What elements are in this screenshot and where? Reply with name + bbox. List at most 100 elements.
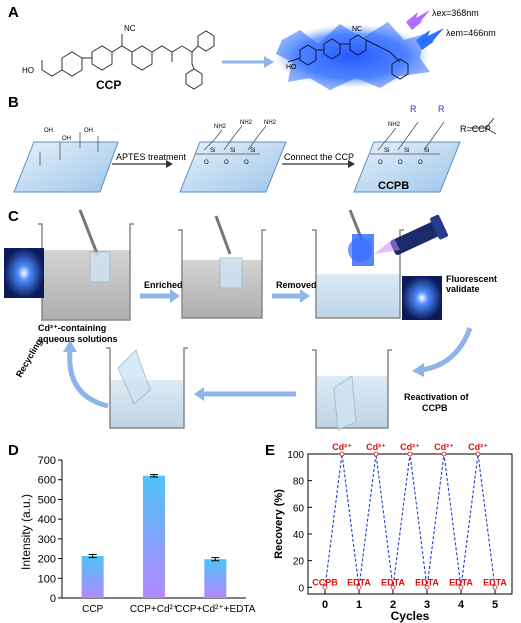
e-point-label: Cd²⁺ xyxy=(434,442,454,452)
ccp-structure-left xyxy=(41,30,215,90)
e-point-label: CCPB xyxy=(312,577,338,587)
e-ytick-label: 40 xyxy=(293,530,305,541)
e-y-axis-title: Recovery (%) xyxy=(273,489,285,559)
d-ytick-label: 100 xyxy=(38,573,56,585)
ccpb-label: CCPB xyxy=(378,180,410,192)
d-ytick-label: 300 xyxy=(38,534,56,546)
e-point-label: EDTA xyxy=(415,577,439,587)
o-label-3: O xyxy=(244,160,249,166)
slides-b xyxy=(13,117,497,193)
nc-label-glow: NC xyxy=(352,26,363,33)
e-point xyxy=(441,451,447,457)
ccp-molecule-label: CCP xyxy=(96,78,122,92)
o-label-6: O xyxy=(418,160,423,166)
d-xtick-label: CCP+Cd²⁺+EDTA xyxy=(175,604,255,615)
workflow-c xyxy=(4,209,473,431)
e-point-label: EDTA xyxy=(449,577,473,587)
e-point-label: EDTA xyxy=(381,577,405,587)
d-ytick-label: 200 xyxy=(38,554,56,566)
o-label-5: O xyxy=(398,160,403,166)
si-label-3: Si xyxy=(250,148,256,154)
reactivation-line1: Reactivation of xyxy=(404,392,469,402)
e-point xyxy=(356,584,362,590)
e-recovery-series xyxy=(324,453,496,588)
reactivation-line2: CCPB xyxy=(422,403,448,413)
e-ytick-label: 20 xyxy=(293,557,305,568)
o-label-1: O xyxy=(204,160,209,166)
r-label-1: R xyxy=(410,104,417,114)
oh-label-3: OH xyxy=(84,128,93,134)
d-bar xyxy=(81,556,104,598)
e-point xyxy=(492,584,498,590)
e-x-axis-title: Cycles xyxy=(391,609,430,623)
ho-label-glow: HO xyxy=(286,64,297,71)
d-ytick-label: 400 xyxy=(38,514,56,526)
panel-label-d: D xyxy=(8,442,19,459)
enriched-label: Enriched xyxy=(144,280,183,290)
e-xtick-label: 2 xyxy=(390,599,396,611)
e-xtick-label: 4 xyxy=(458,599,465,611)
ho-label-left: HO xyxy=(22,66,34,75)
si-label-1: Si xyxy=(210,148,216,154)
ccp-glowing-structure xyxy=(274,22,430,90)
panel-label-e: E xyxy=(265,442,276,459)
e-point xyxy=(322,584,328,590)
si-label-6: Si xyxy=(424,148,430,154)
e-point-label: Cd²⁺ xyxy=(400,442,420,452)
e-point xyxy=(458,584,464,590)
e-point xyxy=(475,451,481,457)
d-ytick-label: 500 xyxy=(38,494,56,506)
d-y-axis-title: Intensity (a.u.) xyxy=(19,494,33,570)
e-point-label: Cd²⁺ xyxy=(366,442,386,452)
fluorescent-validate-label: Fluorescent validate xyxy=(446,274,498,294)
e-point-label: EDTA xyxy=(347,577,371,587)
r-label-2: R xyxy=(438,104,445,114)
si-label-4: Si xyxy=(384,148,390,154)
arrow-a xyxy=(222,56,274,68)
e-xtick-label: 0 xyxy=(322,599,328,611)
e-point xyxy=(424,584,430,590)
o-label-4: O xyxy=(378,160,383,166)
e-xtick-label: 5 xyxy=(492,599,498,611)
oh-label-2: OH xyxy=(62,136,71,142)
cd-solution-line1: Cd²⁺-containing xyxy=(38,323,107,333)
nh2-label-4: NH2 xyxy=(388,122,401,128)
r-definition: R=CCP xyxy=(460,124,491,134)
si-label-2: Si xyxy=(230,148,236,154)
e-xtick-label: 1 xyxy=(356,599,362,611)
nh2-label-3: NH2 xyxy=(264,120,277,126)
e-plot-frame xyxy=(307,453,513,595)
removed-label: Removed xyxy=(276,280,317,290)
d-ytick-label: 700 xyxy=(38,455,56,467)
o-label-2: O xyxy=(224,160,229,166)
e-point-label: EDTA xyxy=(483,577,507,587)
d-bar xyxy=(143,475,165,598)
panel-label-b: B xyxy=(8,94,19,111)
nc-label: NC xyxy=(124,24,136,33)
e-point-label: Cd²⁺ xyxy=(468,442,488,452)
e-ytick-label: 100 xyxy=(287,450,304,461)
e-point xyxy=(339,451,345,457)
excitation-label: λex=368nm xyxy=(432,8,479,18)
oh-label-1: OH xyxy=(44,128,53,134)
step-aptes-label: APTES treatment xyxy=(116,152,187,162)
panel-label-c: C xyxy=(8,208,19,225)
cd-solution-line2: aqueous solutions xyxy=(38,334,118,344)
e-ytick-label: 80 xyxy=(293,477,305,488)
lightning-icons xyxy=(406,10,444,50)
d-xtick-label: CCP xyxy=(82,604,103,615)
d-ytick-label: 0 xyxy=(50,593,56,605)
nh2-label-1: NH2 xyxy=(214,124,227,130)
panel-label-a: A xyxy=(8,4,19,21)
d-ytick-label: 600 xyxy=(38,475,56,487)
e-ytick-label: 0 xyxy=(298,583,304,594)
emission-label: λem=466nm xyxy=(446,28,496,38)
nh2-label-2: NH2 xyxy=(240,120,253,126)
e-point xyxy=(407,451,413,457)
e-point-label: Cd²⁺ xyxy=(332,442,352,452)
e-point xyxy=(390,584,396,590)
si-label-5: Si xyxy=(404,148,410,154)
e-point xyxy=(373,451,379,457)
